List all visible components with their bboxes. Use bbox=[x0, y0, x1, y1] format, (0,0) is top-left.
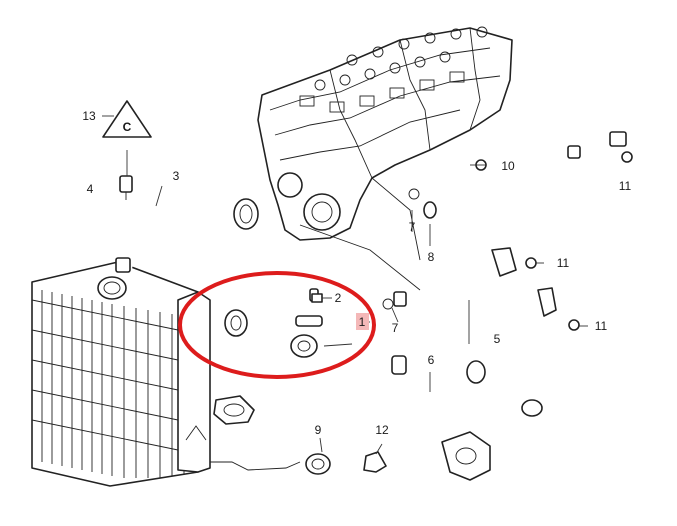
lower-hose-9 bbox=[305, 355, 407, 475]
callout-10: 10 bbox=[501, 159, 515, 173]
callout-8: 8 bbox=[428, 250, 435, 264]
callout-13: 13 bbox=[82, 109, 96, 123]
upper-radiator-hose-3 bbox=[97, 198, 259, 300]
coolant-hose-5 bbox=[393, 247, 557, 426]
callout-11b: 11 bbox=[557, 256, 570, 270]
callout-labels: 1 2 3 4 5 6 7 7 8 9 10 11 11 11 12 13 bbox=[82, 109, 631, 437]
highlight-ellipse bbox=[178, 271, 376, 379]
radiator bbox=[31, 261, 211, 487]
callout-7a: 7 bbox=[409, 220, 416, 234]
engine-block bbox=[257, 26, 513, 291]
warning-symbol-label: C bbox=[123, 120, 132, 134]
callout-11a: 11 bbox=[619, 179, 632, 193]
callout-12: 12 bbox=[375, 423, 389, 437]
callout-4: 4 bbox=[87, 182, 94, 196]
callout-7b: 7 bbox=[392, 321, 399, 335]
callout-3: 3 bbox=[173, 169, 180, 183]
coolant-hose-1 bbox=[224, 286, 324, 358]
callout-9: 9 bbox=[315, 423, 322, 437]
misc-parts bbox=[119, 151, 633, 481]
callout-2: 2 bbox=[335, 291, 342, 305]
warning-triangle-icon: C bbox=[102, 100, 152, 138]
callout-5: 5 bbox=[494, 332, 501, 346]
coolant-pipe-8 bbox=[423, 131, 627, 219]
callout-6: 6 bbox=[428, 353, 435, 367]
callout-11c: 11 bbox=[595, 319, 608, 333]
callout-1-highlight bbox=[356, 313, 369, 330]
callout-1: 1 bbox=[359, 315, 366, 329]
